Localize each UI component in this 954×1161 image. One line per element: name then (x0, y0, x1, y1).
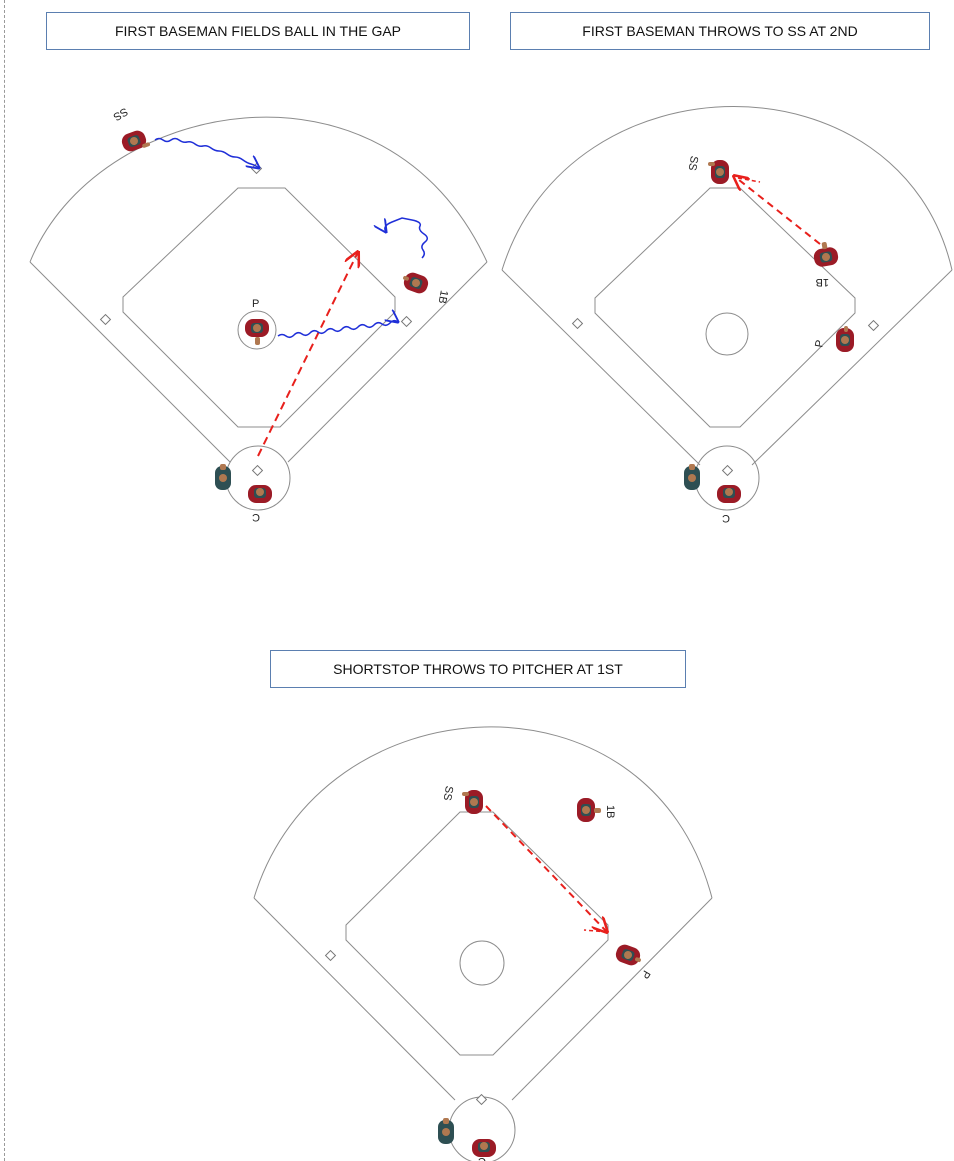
label-ss: SS (441, 785, 455, 802)
label-1b: 1B (604, 805, 616, 818)
player-1b (577, 798, 601, 822)
player-ss (462, 790, 483, 814)
player-pitcher (614, 942, 645, 968)
throw-arrow-tail (584, 930, 607, 932)
player-catcher (472, 1139, 496, 1157)
label-catcher: C (478, 1155, 486, 1161)
throw-arrow-ss-to-pitcher (486, 806, 607, 932)
player-batter (438, 1118, 454, 1144)
